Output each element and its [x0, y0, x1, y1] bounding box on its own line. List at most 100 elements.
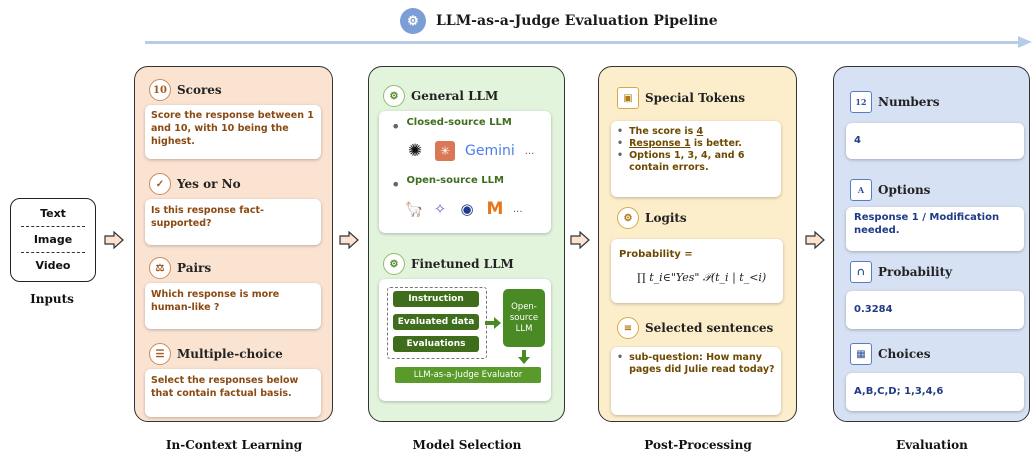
deepseek-logo-icon: ◉ [460, 200, 474, 218]
arrow-right-icon [485, 317, 501, 329]
yes-no-title: Yes or No [177, 177, 241, 191]
stage-arrow-icon [805, 231, 825, 249]
token-score-value: 4 [696, 126, 704, 137]
special-tokens-title: Special Tokens [645, 91, 746, 105]
probability-label: Probability = [619, 249, 693, 260]
inputs-box: Text Image Video [10, 198, 96, 282]
numbers-title: Numbers [878, 95, 940, 109]
more-ellipsis: ... [513, 203, 523, 215]
token-line-2-text: is better. [690, 138, 742, 149]
closed-source-item: •Closed-source LLM [391, 117, 512, 136]
gear-icon: ⚙ [617, 207, 639, 229]
logits-title: Logits [645, 211, 687, 225]
pairs-heading: ⚖ Pairs [149, 257, 211, 279]
general-llm-card: •Closed-source LLM ✺ ✳ Gemini ... •Open-… [379, 111, 551, 233]
probability-formula: ∏ t_i∈"Yes" 𝒫(t_i | t_<i) [637, 271, 767, 284]
multiple-choice-title: Multiple-choice [177, 347, 283, 361]
abc-icon: A [850, 179, 872, 201]
token-line-1-text: The score is [629, 126, 697, 137]
probability-card: 0.3284 [846, 291, 1024, 329]
yes-no-card: Is this response fact-supported? [145, 199, 321, 245]
selected-sentence-text: sub-question: How many pages did Julie r… [629, 352, 775, 375]
scores-title: Scores [177, 83, 222, 97]
closed-source-logos: ✺ ✳ Gemini ... [405, 141, 534, 161]
instruction-block: Instruction [393, 291, 479, 307]
finetuned-llm-heading: ⚙ Finetuned LLM [383, 253, 514, 275]
special-tokens-heading: ▣ Special Tokens [617, 87, 745, 109]
choices-icon: ▦ [850, 343, 872, 365]
token-line-1: • The score is 4 [617, 126, 704, 137]
multiple-choice-heading: ☰ Multiple-choice [149, 343, 283, 365]
finetuned-llm-card: Instruction Evaluated data Evaluations O… [379, 279, 551, 401]
probability-heading: ∩ Probability [850, 261, 952, 283]
scores-card: Score the response between 1 and 10, wit… [145, 105, 321, 159]
divider [21, 226, 85, 227]
logits-heading: ⚙ Logits [617, 207, 687, 229]
distribution-icon: ∩ [850, 261, 872, 283]
pipeline-arrow-head [1018, 36, 1032, 48]
in-context-learning-label: In-Context Learning [165, 438, 303, 452]
anthropic-logo-icon: ✳ [435, 141, 455, 161]
post-processing-label: Post-Processing [644, 438, 752, 452]
token-line-3-text: Options 1, 3, 4, and 6 contain errors. [629, 150, 745, 173]
logits-card: Probability = ∏ t_i∈"Yes" 𝒫(t_i | t_<i) [611, 239, 783, 303]
numbers-card: 4 [846, 123, 1024, 159]
scale-icon: ⚖ [149, 257, 171, 279]
pipeline-arrow-line [145, 41, 1025, 44]
selected-sentences-card: •sub-question: How many pages did Julie … [611, 347, 781, 415]
stage-arrow-icon [570, 231, 590, 249]
numbers-heading: 12 Numbers [850, 91, 940, 113]
selected-sentences-heading: ≡ Selected sentences [617, 317, 773, 339]
mistral-logo-icon: M [486, 199, 504, 219]
evaluation-panel: 12 Numbers 4 A Options Response 1 / Modi… [833, 66, 1030, 422]
open-source-llm-block: Open-source LLM [503, 289, 545, 347]
token-icon: ▣ [617, 87, 639, 109]
stage-arrow-icon [339, 231, 359, 249]
llama-logo-icon: 🦙 [404, 200, 424, 218]
openai-logo-icon: ✺ [407, 141, 423, 161]
diagram-title: ⚙ LLM-as-a-Judge Evaluation Pipeline [400, 8, 718, 34]
people-icon: ☰ [149, 343, 171, 365]
probability-title: Probability [878, 265, 953, 279]
scores-heading: 10 Scores [149, 79, 222, 101]
in-context-learning-panel: 10 Scores Score the response between 1 a… [134, 66, 333, 422]
open-source-label: Open-source LLM [406, 175, 504, 186]
evaluations-block: Evaluations [393, 336, 479, 352]
input-video: Video [35, 259, 71, 272]
gear-icon: ⚙ [383, 85, 405, 107]
list-icon: ≡ [617, 317, 639, 339]
input-image: Image [33, 233, 73, 246]
choices-card: A,B,C,D; 1,3,4,6 [846, 373, 1024, 411]
pairs-card: Which response is more human-like ? [145, 283, 321, 329]
open-source-item: •Open-source LLM [391, 175, 504, 194]
qwen-logo-icon: ✧ [433, 200, 447, 218]
stage-arrow-icon [104, 231, 124, 249]
options-card: Response 1 / Modification needed. [846, 207, 1024, 251]
arrow-down-icon [518, 350, 530, 364]
post-processing-panel: ▣ Special Tokens • The score is 4 • Resp… [598, 66, 797, 422]
input-text: Text [40, 207, 66, 220]
score-icon: 10 [149, 79, 171, 101]
gemini-logo: Gemini [465, 143, 515, 159]
model-selection-label: Model Selection [412, 438, 522, 452]
inputs-label: Inputs [30, 292, 74, 306]
options-title: Options [878, 183, 931, 197]
title-text: LLM-as-a-Judge Evaluation Pipeline [436, 13, 718, 29]
more-ellipsis: ... [524, 145, 535, 157]
multiple-choice-card: Select the responses below that contain … [145, 369, 321, 417]
special-tokens-card: • The score is 4 • Response 1 is better.… [611, 121, 781, 197]
pairs-title: Pairs [177, 261, 212, 275]
choices-heading: ▦ Choices [850, 343, 931, 365]
closed-source-label: Closed-source LLM [406, 117, 512, 128]
robot-icon: ⚙ [400, 8, 426, 34]
llm-judge-evaluator-block: LLM-as-a-Judge Evaluator [395, 367, 541, 383]
finetuned-llm-title: Finetuned LLM [411, 257, 514, 271]
numbers-icon: 12 [850, 91, 872, 113]
evaluation-label: Evaluation [896, 438, 968, 452]
general-llm-heading: ⚙ General LLM [383, 85, 498, 107]
token-response-value: Response 1 [629, 138, 691, 149]
divider [21, 252, 85, 253]
gear-icon: ⚙ [383, 253, 405, 275]
open-source-logos: 🦙 ✧ ◉ M ... [405, 199, 523, 219]
evaluated-data-block: Evaluated data [393, 314, 479, 330]
